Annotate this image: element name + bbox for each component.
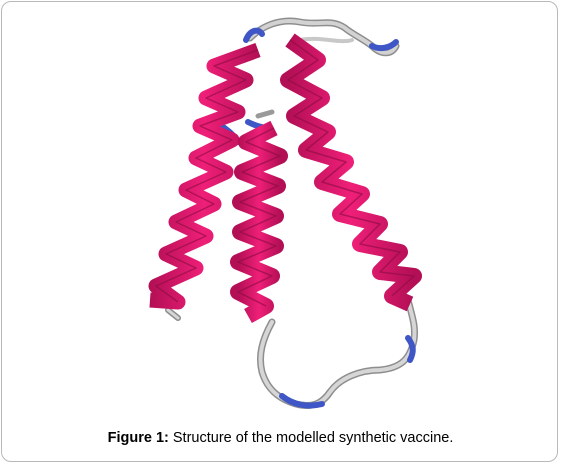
figure-caption-text: Structure of the modelled synthetic vacc… [168,430,454,446]
helix-2 [230,120,288,323]
coil-segments [165,17,418,409]
helix-1 [148,42,261,310]
helix-3 [280,33,422,312]
figure-caption: Figure 1: Structure of the modelled synt… [0,430,561,446]
figure-label: Figure 1: [107,430,169,446]
protein-structure-image [148,17,422,409]
